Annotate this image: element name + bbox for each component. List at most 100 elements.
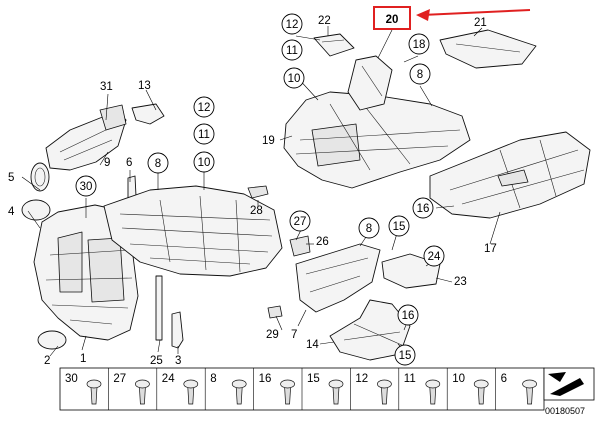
fastener-legend-number: 8	[210, 373, 216, 385]
highlight-arrow	[416, 9, 531, 21]
callout-21: 21	[474, 17, 487, 29]
callout-29: 29	[266, 329, 279, 341]
fastener-icon	[328, 379, 344, 389]
part-5-ring	[30, 162, 50, 192]
callout-1: 1	[80, 353, 86, 365]
front-underbody-shield	[103, 185, 283, 277]
callout-16-b: 16	[397, 304, 419, 326]
fastener-legend-number: 6	[501, 373, 507, 385]
callout-31: 31	[100, 81, 113, 93]
part-7-arch-liner	[295, 243, 381, 313]
fastener-shank-icon	[429, 386, 437, 405]
callout-15-b: 15	[394, 344, 416, 366]
svg-text:30: 30	[80, 181, 93, 193]
callout-17: 17	[484, 243, 497, 255]
part-23-bracket	[381, 253, 441, 289]
fastener-icon	[522, 379, 537, 389]
fastener-icon	[86, 379, 102, 389]
svg-text:8: 8	[366, 223, 372, 235]
fastener-shank-icon	[332, 386, 340, 405]
callout-11-a: 11	[193, 123, 215, 145]
svg-text:12: 12	[198, 102, 211, 114]
svg-text:15: 15	[393, 221, 406, 233]
fastener-icon	[231, 379, 247, 389]
part-22-lid	[313, 33, 355, 57]
callout-3: 3	[175, 355, 181, 367]
part-25-strip	[155, 275, 163, 341]
callout-12-b: 12	[281, 13, 303, 35]
fastener-legend-item: 16	[253, 368, 295, 410]
fastener-legend-item: 11	[398, 368, 441, 410]
fastener-shank-icon	[477, 386, 485, 405]
fastener-legend-number: 12	[355, 373, 368, 385]
part-13-plate	[131, 103, 165, 125]
callout-22: 22	[318, 15, 331, 27]
fastener-legend-number: 15	[307, 373, 320, 385]
callout-20-highlighted: 20	[373, 6, 411, 30]
callout-2: 2	[44, 355, 50, 367]
fastener-legend-item: 6	[495, 368, 537, 410]
part-14-arch-liner	[329, 299, 411, 361]
callout-24: 24	[423, 245, 445, 267]
fastener-legend-number: 16	[259, 373, 272, 385]
svg-text:11: 11	[286, 45, 298, 57]
fastener-shank-icon	[187, 386, 195, 405]
part-28-bracket	[247, 185, 269, 199]
fastener-shank-icon	[235, 386, 243, 405]
callout-30: 30	[75, 175, 97, 197]
fastener-legend-item: 12	[350, 368, 392, 410]
fastener-shank-icon	[139, 386, 146, 405]
part-2-tow-cover	[37, 330, 67, 350]
fastener-legend-number: 24	[162, 373, 175, 385]
part-4-grommet	[21, 199, 51, 221]
part-26-bracket	[289, 235, 311, 257]
callout-10-a: 10	[193, 151, 215, 173]
svg-text:10: 10	[288, 73, 301, 85]
fastener-legend-item: 15	[301, 368, 344, 410]
part-3-clip	[171, 311, 184, 349]
svg-text:27: 27	[294, 216, 307, 228]
callout-8-b: 8	[409, 63, 431, 85]
svg-text:8: 8	[417, 69, 423, 81]
fastener-icon	[135, 379, 150, 389]
svg-text:16: 16	[417, 203, 430, 215]
svg-text:15: 15	[399, 350, 412, 362]
callout-9: 9	[104, 157, 110, 169]
fastener-icon	[377, 379, 392, 389]
fastener-legend-item: 30	[65, 373, 102, 405]
fastener-legend-number: 27	[113, 373, 126, 385]
callout-11-b: 11	[281, 39, 303, 61]
svg-text:24: 24	[428, 251, 441, 263]
part-20-bracket-highlighted	[347, 55, 393, 111]
callout-8-a: 8	[147, 152, 169, 174]
callout-8-c: 8	[358, 217, 380, 239]
callout-4: 4	[8, 206, 15, 218]
fastener-icon	[473, 379, 489, 389]
fastener-shank-icon	[381, 386, 388, 405]
part-29-clip	[267, 305, 283, 319]
callout-23: 23	[454, 276, 467, 288]
fastener-legend-item: 10	[446, 368, 489, 410]
callout-25: 25	[150, 355, 163, 367]
callout-28: 28	[250, 205, 263, 217]
callout-15-a: 15	[388, 215, 410, 237]
callout-19: 19	[262, 135, 275, 147]
fastener-legend-item: 24	[156, 368, 199, 410]
callout-13: 13	[138, 80, 151, 92]
part-21-panel	[439, 29, 537, 69]
callout-10-b: 10	[283, 67, 305, 89]
callout-7: 7	[291, 329, 297, 341]
part-17-rear-underbody	[429, 131, 591, 219]
callout-18: 18	[408, 33, 430, 55]
callout-6: 6	[126, 157, 132, 169]
callout-16-a: 16	[412, 197, 434, 219]
fastener-icon	[425, 379, 441, 389]
svg-text:10: 10	[198, 157, 211, 169]
svg-text:20: 20	[386, 14, 399, 26]
fastener-legend-item: 27	[108, 368, 150, 410]
svg-text:11: 11	[198, 129, 210, 141]
fastener-legend-number: 10	[452, 373, 465, 385]
part-6-bracket	[127, 175, 137, 199]
